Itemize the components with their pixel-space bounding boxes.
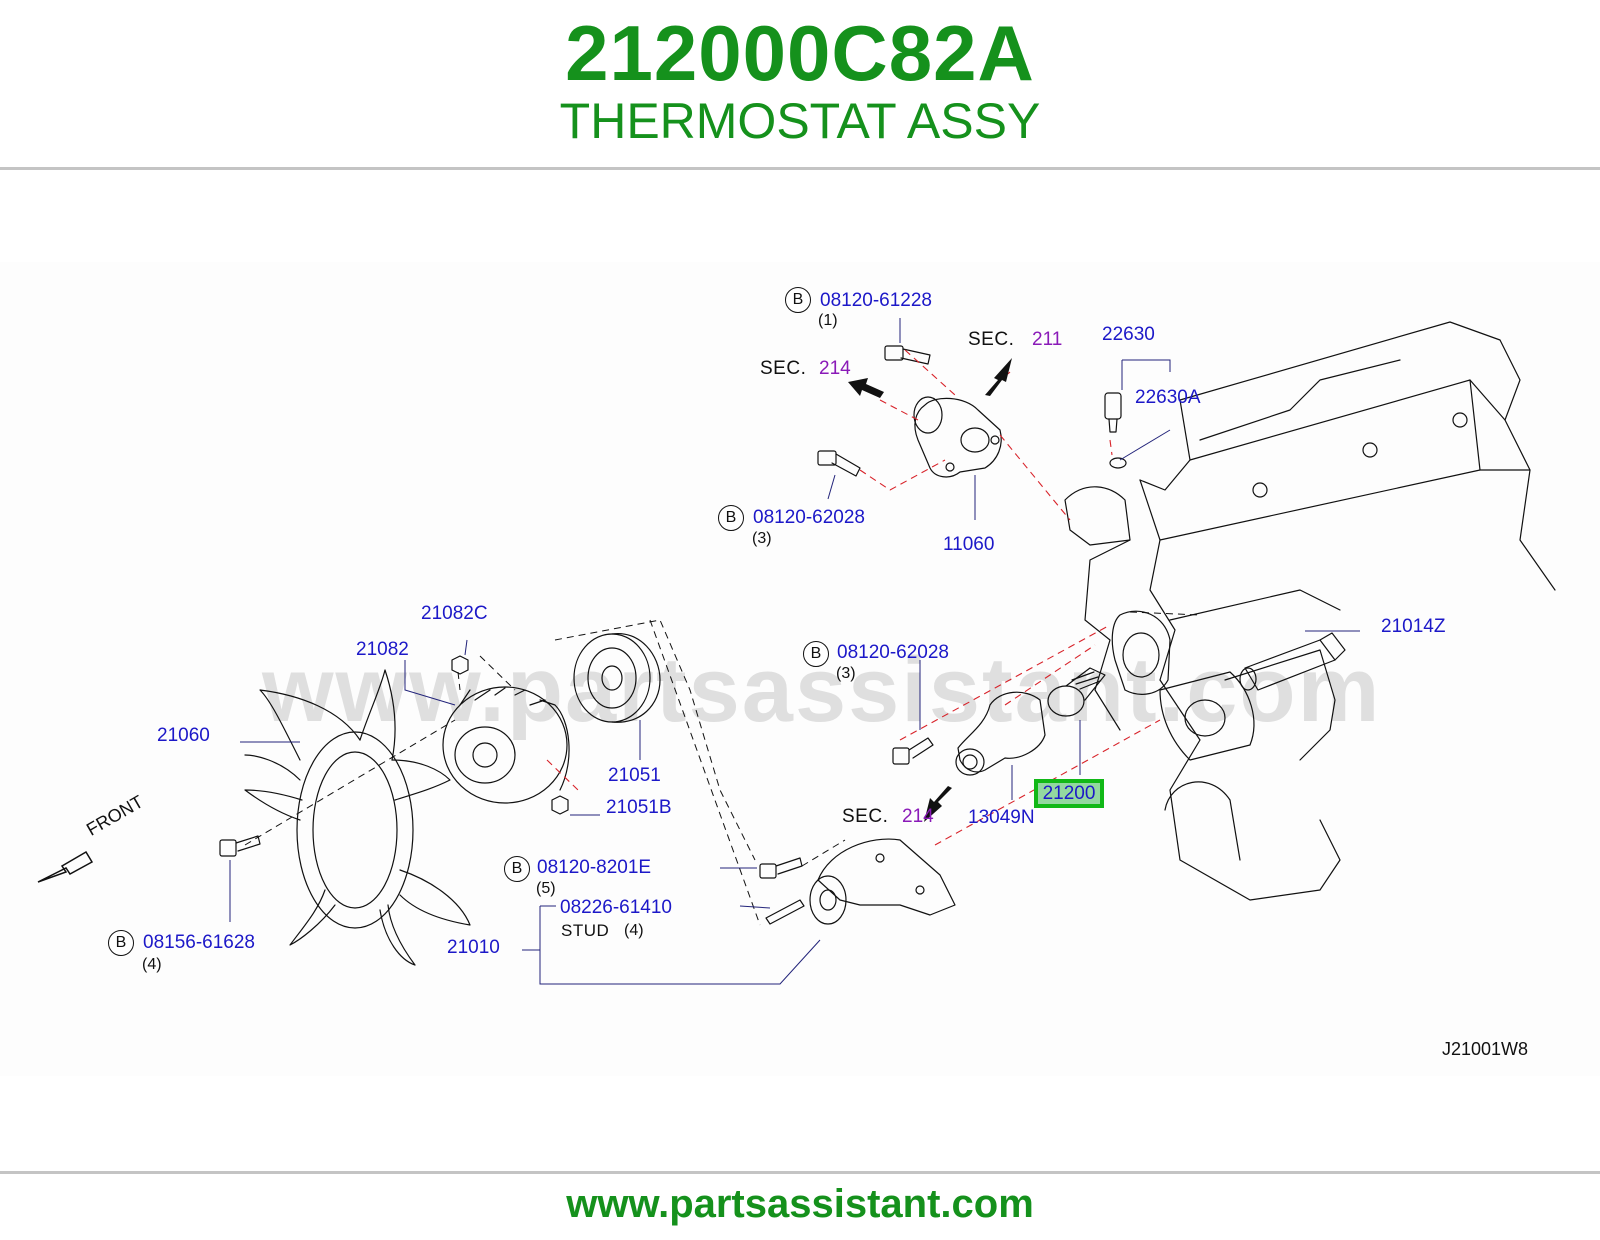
water-pipe-gasket-drawing [1159, 671, 1255, 761]
part-link-21200[interactable]: 21200 [1042, 783, 1096, 804]
part-link-21014Z[interactable]: 21014Z [1381, 616, 1446, 637]
part-link-08120-61228[interactable]: 08120-61228 [820, 290, 932, 311]
part-number-title: 212000C82A [565, 9, 1035, 97]
part-link-21082C[interactable]: 21082C [421, 603, 488, 624]
stud-label: STUD [561, 921, 610, 940]
stud-drawing [765, 899, 805, 925]
part-link-21082[interactable]: 21082 [356, 639, 409, 660]
pulley-drawing [573, 633, 661, 723]
part-link-13049N[interactable]: 13049N [968, 807, 1035, 828]
engine-block-drawing [1064, 321, 1556, 901]
nut-21082C-drawing [451, 655, 469, 675]
part-name-subtitle: THERMOSTAT ASSY [559, 93, 1041, 149]
water-pipe-drawing [1239, 632, 1346, 691]
bolt-08120-8201E-drawing [759, 857, 803, 879]
header-divider [0, 167, 1600, 170]
part-link-22630A[interactable]: 22630A [1135, 387, 1201, 408]
bolt-type-badge: B [718, 505, 744, 531]
qty-08226-61410: (4) [624, 922, 644, 939]
footer-url-link[interactable]: www.partsassistant.com [566, 1182, 1034, 1226]
diagram-area [0, 262, 1600, 1076]
temperature-sensor-drawing [1104, 392, 1127, 469]
section-link-214-bottom[interactable]: 214 [902, 806, 934, 827]
diagram-code: J21001W8 [1442, 1039, 1529, 1059]
fan-clutch-drawing [442, 686, 570, 804]
thermostat-drawing [1047, 667, 1106, 717]
qty-08120-8201E: (5) [536, 880, 556, 897]
bolt-08120-61228-drawing [884, 345, 931, 365]
bolt-08156-61628-drawing [219, 835, 261, 857]
part-link-08156-61628[interactable]: 08156-61628 [143, 932, 255, 953]
bolt-type-badge: B [504, 856, 530, 882]
front-arrow-icon [37, 850, 94, 883]
part-link-11060[interactable]: 11060 [943, 534, 995, 555]
section-link-211[interactable]: 211 [1032, 329, 1063, 350]
cooling-fan-drawing [244, 669, 471, 966]
section-link-214-top[interactable]: 214 [819, 358, 851, 379]
bolt-type-badge: B [108, 930, 134, 956]
thermostat-housing-drawing [955, 691, 1046, 776]
part-link-21060[interactable]: 21060 [157, 725, 210, 746]
part-link-21051[interactable]: 21051 [608, 765, 661, 786]
water-pump-drawing [809, 838, 956, 925]
qty-08156-61628: (4) [142, 956, 162, 973]
part-link-08120-8201E[interactable]: 08120-8201E [537, 857, 652, 878]
bolt-08120-62028-top-drawing [817, 450, 861, 477]
direction-arrows [848, 358, 1012, 822]
part-link-08120-62028-top[interactable]: 08120-62028 [753, 507, 865, 528]
qty-08120-61228: (1) [818, 312, 838, 329]
qty-08120-62028-mid: (3) [836, 665, 856, 682]
part-link-08226-61410[interactable]: 08226-61410 [560, 897, 672, 918]
nut-21051B-drawing [551, 795, 569, 815]
thermostat-gasket-drawing [1111, 610, 1171, 695]
page-header: 212000C82A THERMOSTAT ASSY [0, 0, 1600, 168]
bolt-type-badge: B [803, 641, 829, 667]
section-ref-label: SEC. [760, 358, 807, 379]
part-link-08120-62028-mid[interactable]: 08120-62028 [837, 642, 949, 663]
water-outlet-drawing [913, 396, 1002, 478]
qty-08120-62028-top: (3) [752, 530, 772, 547]
bolt-08120-62028-mid-drawing [892, 737, 934, 765]
part-link-21051B[interactable]: 21051B [606, 797, 672, 818]
section-ref-label: SEC. [968, 329, 1015, 350]
section-ref-label: SEC. [842, 806, 889, 827]
bolt-type-badge: B [785, 287, 811, 313]
footer-divider [0, 1171, 1600, 1174]
part-link-22630[interactable]: 22630 [1102, 324, 1155, 345]
part-link-21010[interactable]: 21010 [447, 937, 500, 958]
highlighted-part-21200[interactable]: 21200 [1034, 779, 1104, 808]
